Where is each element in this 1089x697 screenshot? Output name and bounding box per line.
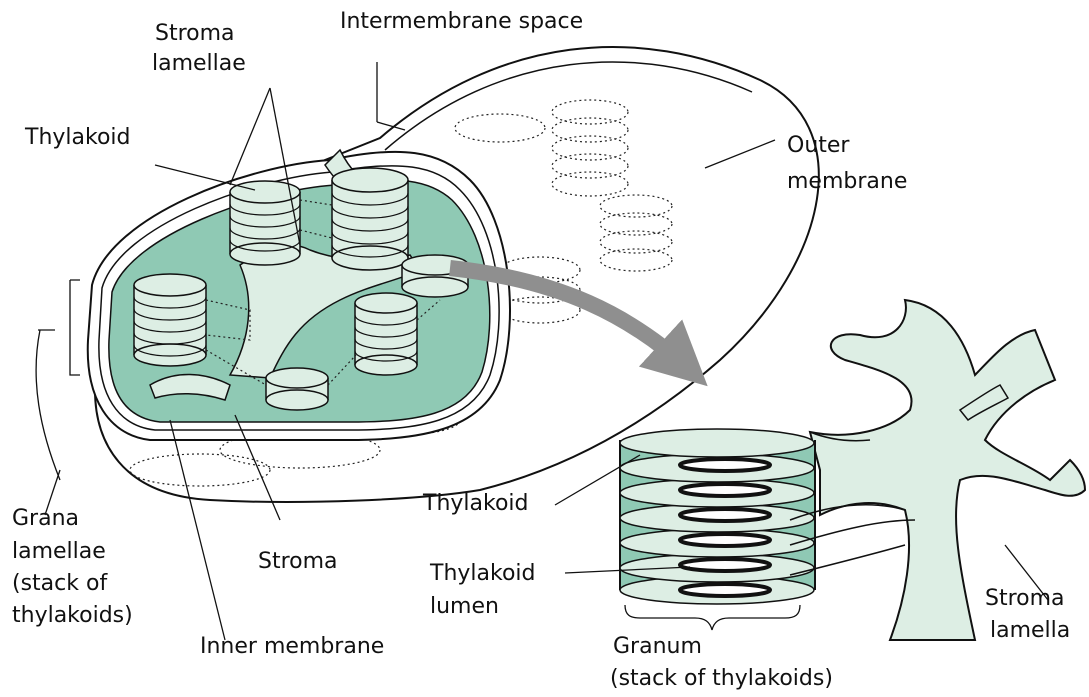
label-intermembrane-space: Intermembrane space xyxy=(340,8,583,35)
granum-stack-1 xyxy=(230,181,300,265)
label-granum-line1: Granum xyxy=(613,633,702,660)
label-thylakoid-lumen-line1: Thylakoid xyxy=(430,560,536,587)
label-thylakoid-top: Thylakoid xyxy=(25,124,131,151)
label-stroma-lamellae-line1: Stroma xyxy=(155,20,235,47)
label-thylakoid-detail: Thylakoid xyxy=(423,490,529,517)
granum-stack-6 xyxy=(266,368,328,410)
label-stroma-lamella-line1: Stroma xyxy=(985,585,1065,612)
label-stroma-lamellae-line2: lamellae xyxy=(152,50,246,77)
granum-stack-3 xyxy=(134,274,206,366)
bracket-granum xyxy=(625,605,800,630)
granum-stack-2 xyxy=(332,168,408,270)
label-outer-membrane-line1: Outer xyxy=(787,132,849,159)
label-stroma-lamella-line2: lamella xyxy=(990,617,1070,644)
label-inner-membrane: Inner membrane xyxy=(200,633,384,660)
label-grana-lamellae-line2: lamellae xyxy=(12,538,106,565)
label-outer-membrane-line2: membrane xyxy=(787,168,907,195)
label-grana-lamellae-line3: (stack of xyxy=(12,570,107,597)
label-grana-lamellae-line1: Grana xyxy=(12,505,79,532)
label-granum-line2: (stack of thylakoids) xyxy=(610,665,833,692)
bracket-grana-small xyxy=(70,280,80,375)
label-stroma: Stroma xyxy=(258,548,338,575)
label-grana-lamellae-line4: thylakoids) xyxy=(12,602,133,629)
label-thylakoid-lumen-line2: lumen xyxy=(430,593,499,620)
leader-grana-lamellae xyxy=(36,330,60,480)
granum-stack-5 xyxy=(355,293,417,375)
